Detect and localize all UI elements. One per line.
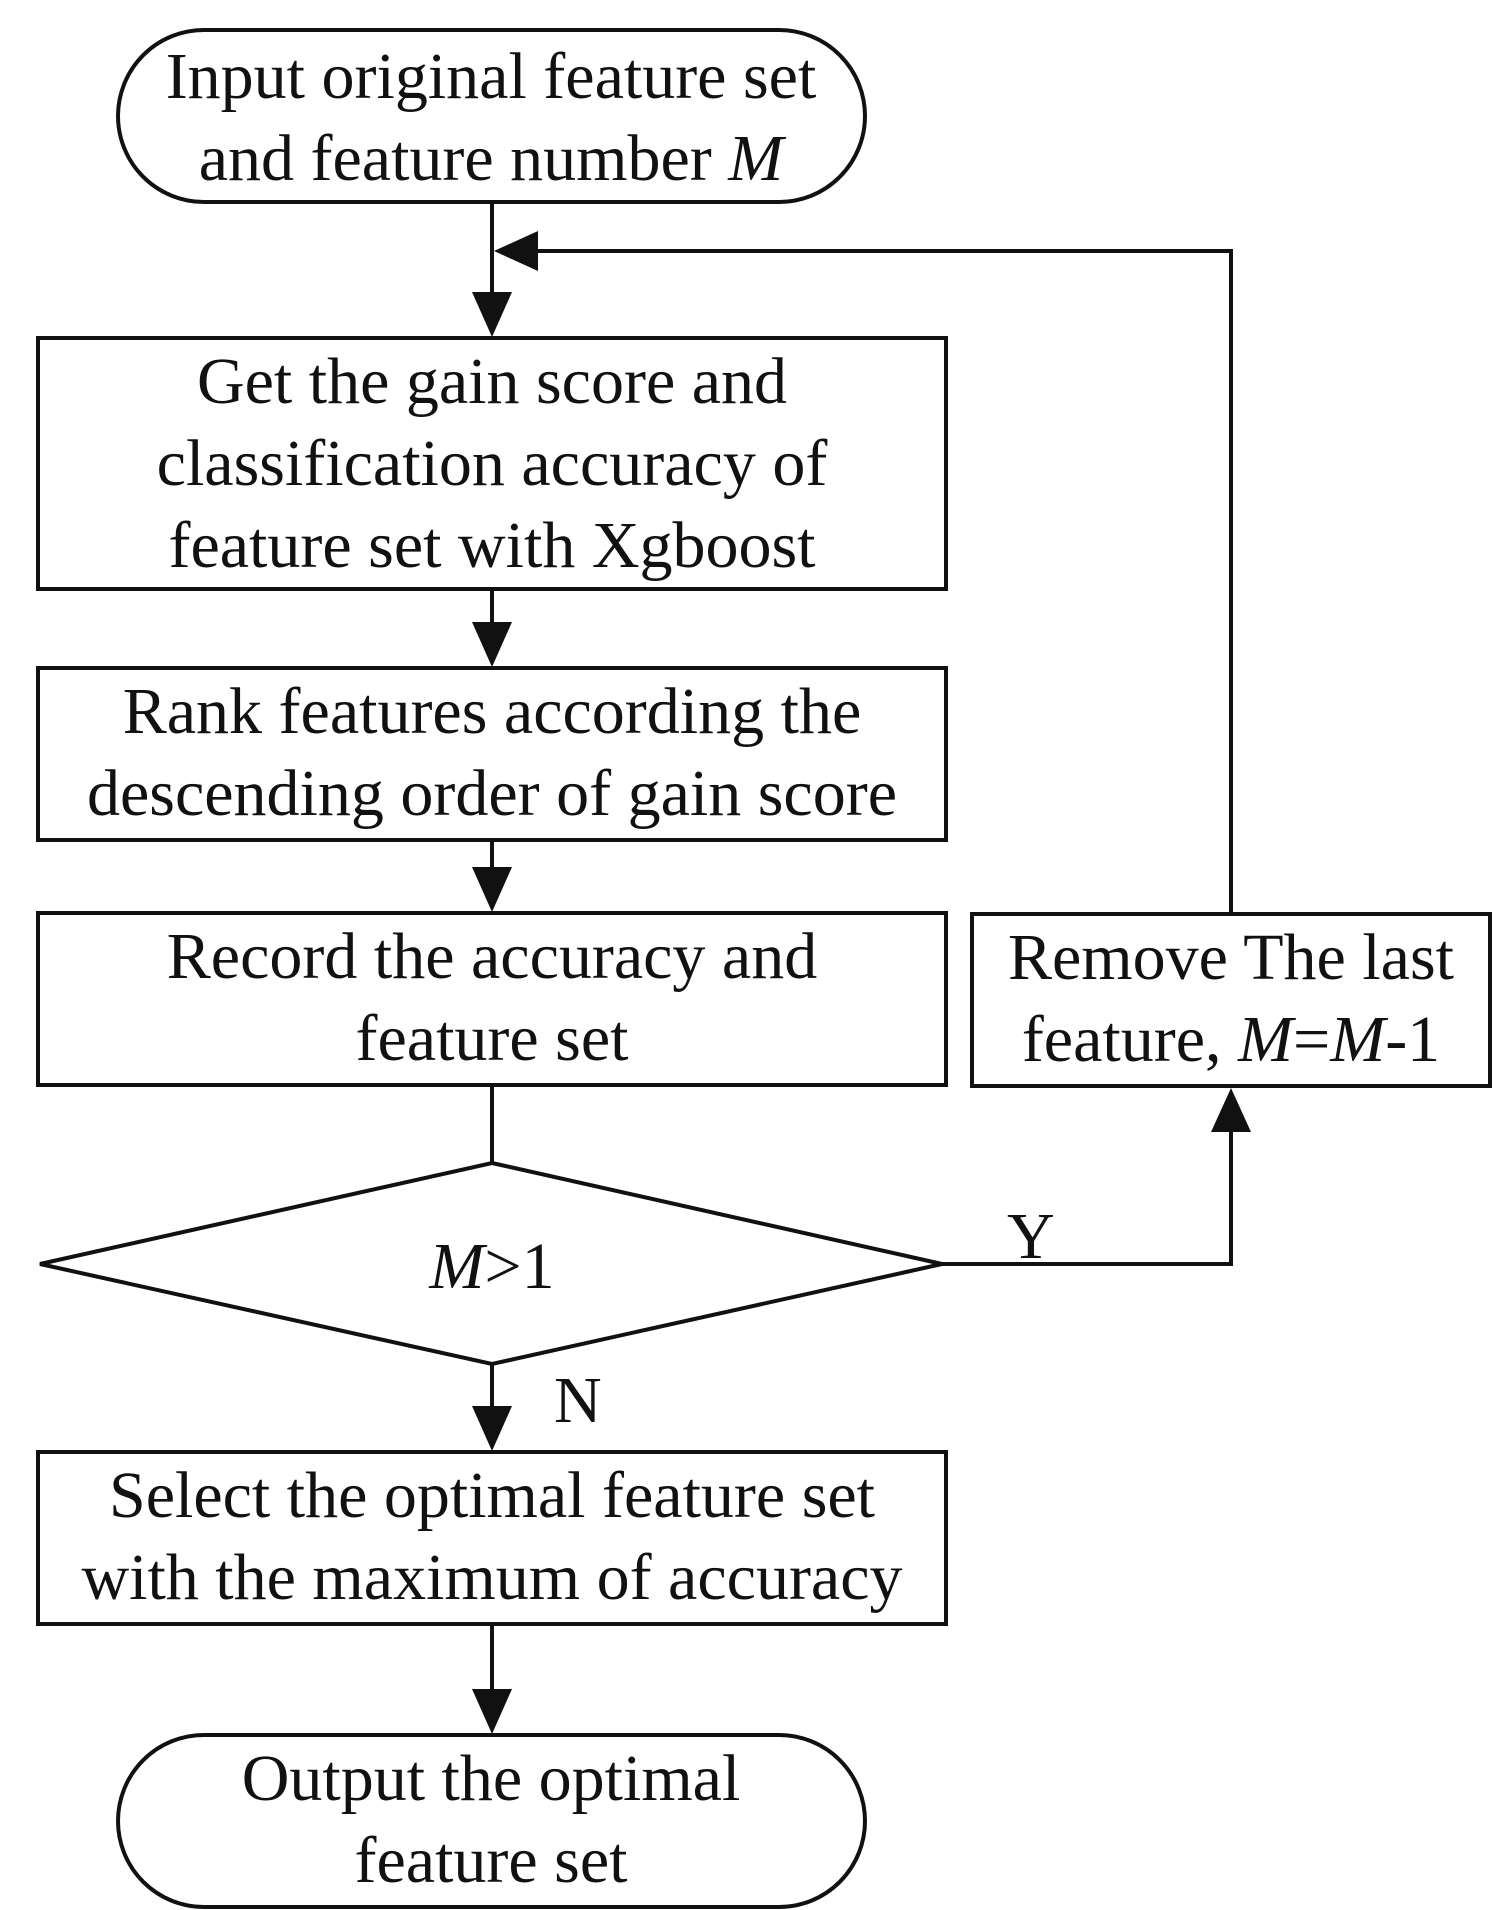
start-line-1: Input original feature set — [166, 40, 817, 113]
end-line-2: feature set — [355, 1824, 628, 1897]
record-accuracy-step: Record the accuracy and feature set — [36, 911, 948, 1087]
select-optimal-box — [36, 1450, 948, 1626]
rank-features-line-2: descending order of gain score — [87, 757, 897, 830]
end-node: Output the optimal feature set — [116, 1733, 867, 1909]
rank-features-box — [36, 666, 948, 842]
arrow-remove-loop-head — [494, 231, 538, 271]
record-accuracy-line-2: feature set — [356, 1002, 629, 1075]
remove-feature-step: Remove The last feature, M=M-1 — [970, 912, 1492, 1088]
arrow-select-to-end-head — [472, 1689, 512, 1734]
rank-features-step: Rank features according the descending o… — [36, 666, 948, 842]
arrow-decision-to-select-head — [472, 1406, 512, 1451]
arrow-decision-to-remove-line — [942, 1130, 1233, 1266]
decision-condition: M>1 — [428, 1230, 554, 1303]
connectors — [472, 202, 1251, 1734]
gain-score-step: Get the gain score and classification ac… — [36, 336, 948, 591]
rank-features-line-1: Rank features according the — [123, 675, 862, 748]
start-line-2: and feature number M — [199, 122, 788, 195]
arrow-start-to-gain-head — [472, 292, 512, 337]
remove-feature-box — [970, 912, 1492, 1088]
end-line-1: Output the optimal — [242, 1742, 741, 1815]
arrow-gain-to-rank-head — [472, 622, 512, 667]
arrow-decision-to-remove-head — [1211, 1088, 1251, 1132]
select-optimal-line-2: with the maximum of accuracy — [81, 1541, 902, 1614]
gain-score-line-1: Get the gain score and — [197, 345, 787, 418]
select-optimal-step: Select the optimal feature set with the … — [36, 1450, 948, 1626]
remove-feature-line-1: Remove The last — [1008, 921, 1454, 994]
arrow-rank-to-record-head — [472, 867, 512, 912]
no-branch-label: N — [554, 1364, 602, 1437]
yes-branch-label: Y — [1007, 1200, 1055, 1273]
record-accuracy-box — [36, 911, 948, 1087]
remove-feature-line-2: feature, M=M-1 — [1022, 1003, 1440, 1076]
select-optimal-line-1: Select the optimal feature set — [109, 1459, 875, 1532]
arrow-remove-loop-line — [535, 249, 1233, 914]
start-node: Input original feature set and feature n… — [116, 28, 867, 204]
record-accuracy-line-1: Record the accuracy and — [167, 920, 817, 993]
end-terminator-shape — [116, 1733, 867, 1909]
decision-node: M>1 — [39, 1160, 943, 1367]
gain-score-box — [36, 336, 948, 591]
gain-score-line-3: feature set with Xgboost — [168, 509, 815, 582]
gain-score-line-2: classification accuracy of — [157, 427, 828, 500]
